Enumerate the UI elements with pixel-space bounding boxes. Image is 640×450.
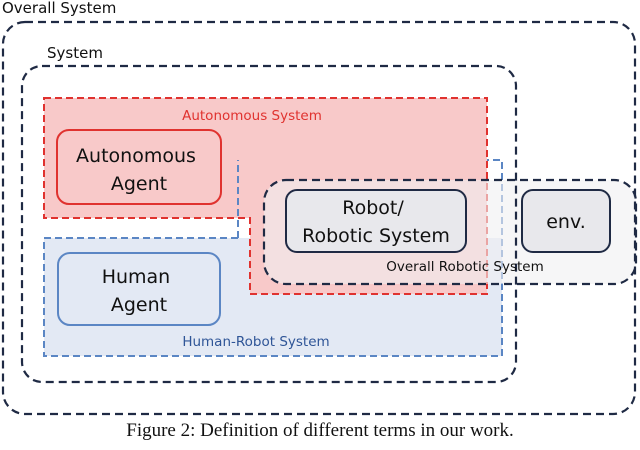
robot-system-line-2: Robotic System	[302, 225, 450, 247]
human-agent-line-1: Human	[102, 266, 171, 288]
human-agent-node	[57, 252, 221, 326]
figure-caption: Figure 2: Definition of different terms …	[126, 420, 514, 441]
autonomous-system-label: Autonomous System	[182, 108, 322, 124]
robot-system-node	[285, 189, 467, 253]
human-agent-label: Human Agent	[102, 266, 177, 316]
robot-system-label: Robot/ Robotic System	[302, 197, 450, 247]
system-region	[20, 64, 518, 384]
human-agent-line-2: Agent	[111, 294, 167, 316]
human-robot-system-border	[43, 159, 503, 357]
autonomous-agent-label: Autonomous Agent	[76, 145, 202, 195]
autonomous-agent-node	[56, 129, 222, 205]
overall-system-region	[1, 20, 637, 416]
human-robot-system-label: Human-Robot System	[182, 334, 329, 350]
system-label: System	[47, 44, 103, 62]
overall-system-label: Overall System	[2, 0, 116, 17]
robot-system-line-1: Robot/	[342, 197, 404, 219]
autonomous-agent-line-2: Agent	[111, 173, 167, 195]
env-node	[521, 189, 611, 253]
autonomous-agent-line-1: Autonomous	[76, 145, 196, 167]
overall-robotic-system-label: Overall Robotic System	[386, 259, 544, 275]
env-label: env.	[546, 211, 586, 233]
